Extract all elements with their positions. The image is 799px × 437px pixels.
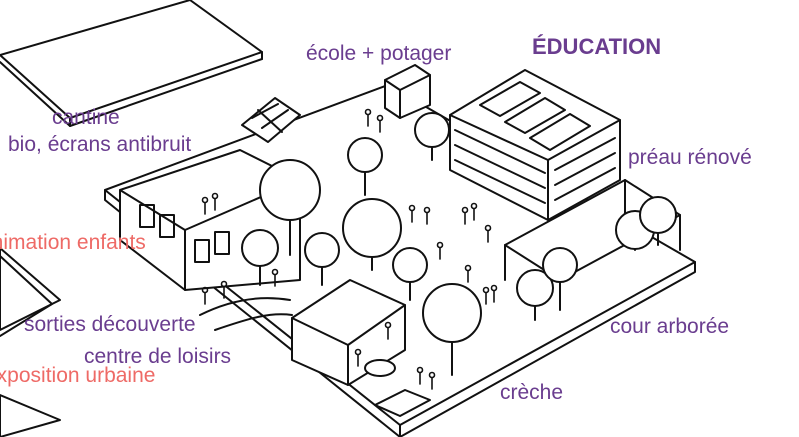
sandbox [364,359,396,377]
label-sorties-decouverte: sorties découverte [24,313,196,336]
label-cour-arboree: cour arborée [610,315,730,338]
label-bio-ecrans: bio, écrans antibruit [8,133,192,156]
bench [374,389,431,417]
section-title: ÉDUCATION [532,34,662,59]
label-preau-renove: préau rénové [628,146,752,169]
label-cantine: cantine [52,106,120,129]
school-building [449,69,621,221]
label-centre-loisirs: centre de loisirs [84,345,232,368]
label-exposition-urbaine: exposition urbaine [0,364,156,387]
floating-slab-bottom [0,247,61,437]
label-animation-enfants: animation enfants [0,231,146,254]
floating-slab-top [0,0,263,127]
creche-building [291,279,406,386]
label-ecole-potager: école + potager [306,42,452,65]
trees [241,112,677,376]
garden-shed [384,64,431,119]
label-creche: crèche [500,381,564,404]
people [201,108,498,390]
solar-panels-school [479,81,591,151]
solar-panels-canteen [241,97,301,143]
